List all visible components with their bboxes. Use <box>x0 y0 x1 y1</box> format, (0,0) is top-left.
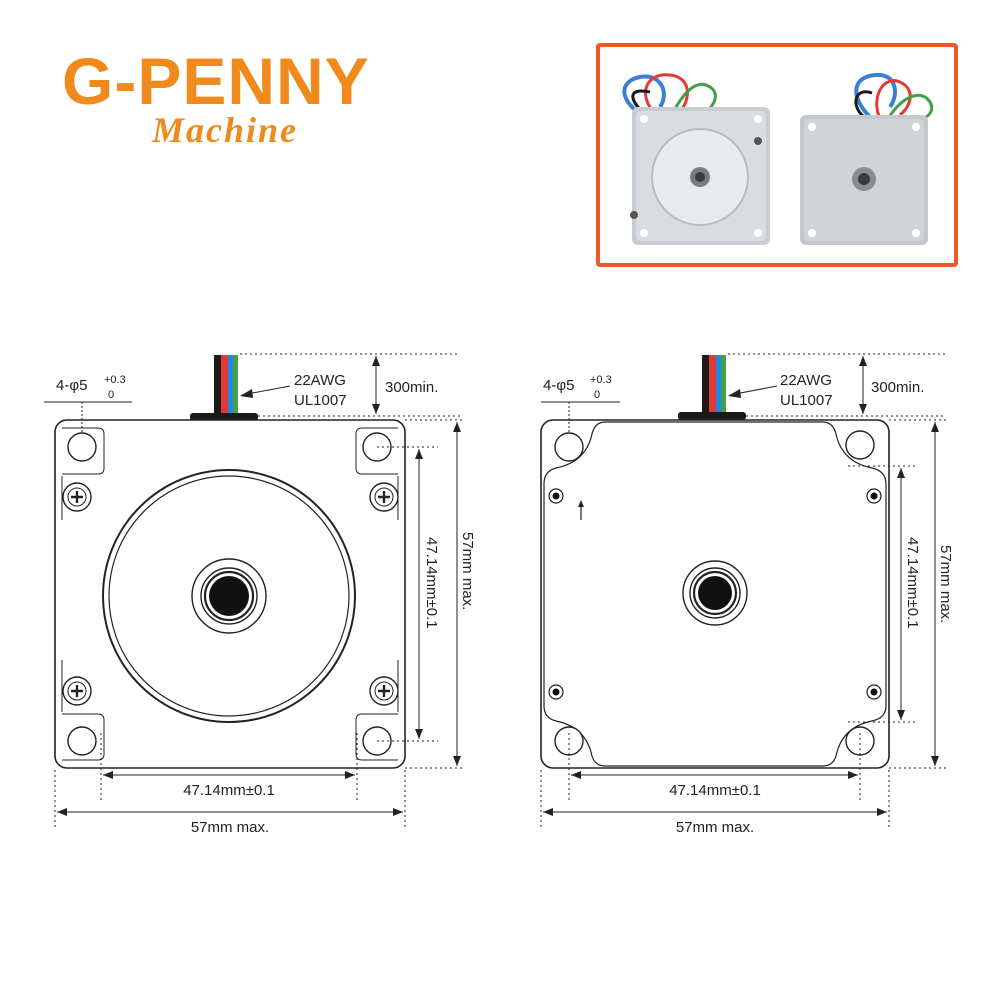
front-hole-spacing-horizontal: 47.14mm±0.1 <box>183 782 275 799</box>
back-small-screw <box>548 488 564 504</box>
back-small-screw <box>866 488 882 504</box>
front-wire-gauge: 22AWG <box>294 372 346 389</box>
back-small-screw <box>548 684 564 700</box>
back-view-drawing <box>540 355 890 769</box>
front-hole-tol-lower: 0 <box>108 389 114 401</box>
back-hole-label: 4-φ5 <box>543 377 574 394</box>
front-mount-hole <box>67 432 97 462</box>
front-lead-wires <box>190 355 258 421</box>
back-view-dimensions <box>540 353 946 830</box>
front-boss-inner <box>108 475 350 717</box>
front-boss-outer <box>102 469 356 723</box>
front-view-drawing <box>54 355 406 769</box>
back-mount-hole <box>554 726 584 756</box>
brand-tagline: Machine <box>152 110 299 150</box>
back-hole-spacing-horizontal: 47.14mm±0.1 <box>669 782 761 799</box>
back-hole-spacing-vertical: 47.14mm±0.1 <box>904 537 921 629</box>
rotation-arrow-icon <box>578 500 584 520</box>
back-wire-gauge: 22AWG <box>780 372 832 389</box>
back-lead-length: 300min. <box>871 379 924 396</box>
front-hole-tol-upper: +0.3 <box>104 374 126 386</box>
back-lead-wires <box>678 355 746 420</box>
front-screw <box>369 676 399 706</box>
back-mount-hole <box>845 726 875 756</box>
back-shaft <box>698 576 732 610</box>
front-motor-frame <box>54 419 406 769</box>
product-photo-frame <box>596 43 958 267</box>
back-end-cap <box>543 421 887 767</box>
front-frame-height: 57mm max. <box>459 532 476 610</box>
back-wire-standard: UL1007 <box>780 392 833 409</box>
back-frame-width: 57mm max. <box>676 819 754 836</box>
front-mount-hole <box>362 726 392 756</box>
motor-photo-back <box>800 72 934 245</box>
back-shaft-bearing <box>682 560 748 626</box>
back-hole-tol-lower: 0 <box>594 389 600 401</box>
back-mount-hole <box>845 430 875 460</box>
front-frame-width: 57mm max. <box>191 819 269 836</box>
front-screw <box>369 482 399 512</box>
front-shaft <box>209 576 249 616</box>
back-hole-tol-upper: +0.3 <box>590 374 612 386</box>
front-mount-hole <box>362 432 392 462</box>
back-mount-hole <box>554 432 584 462</box>
motor-photo-front <box>622 73 770 245</box>
front-hole-spacing-vertical: 47.14mm±0.1 <box>423 537 440 629</box>
front-view-dimensions <box>44 353 464 830</box>
back-small-screw <box>866 684 882 700</box>
front-shaft-bearing <box>191 558 267 634</box>
front-screw <box>62 676 92 706</box>
product-photo <box>622 72 934 245</box>
back-motor-frame <box>540 419 890 769</box>
front-hole-label: 4-φ5 <box>56 377 87 394</box>
back-frame-height: 57mm max. <box>937 545 954 623</box>
brand-name: G-PENNY <box>62 44 370 118</box>
front-mount-hole <box>67 726 97 756</box>
front-lead-length: 300min. <box>385 379 438 396</box>
front-screw <box>62 482 92 512</box>
front-wire-standard: UL1007 <box>294 392 347 409</box>
